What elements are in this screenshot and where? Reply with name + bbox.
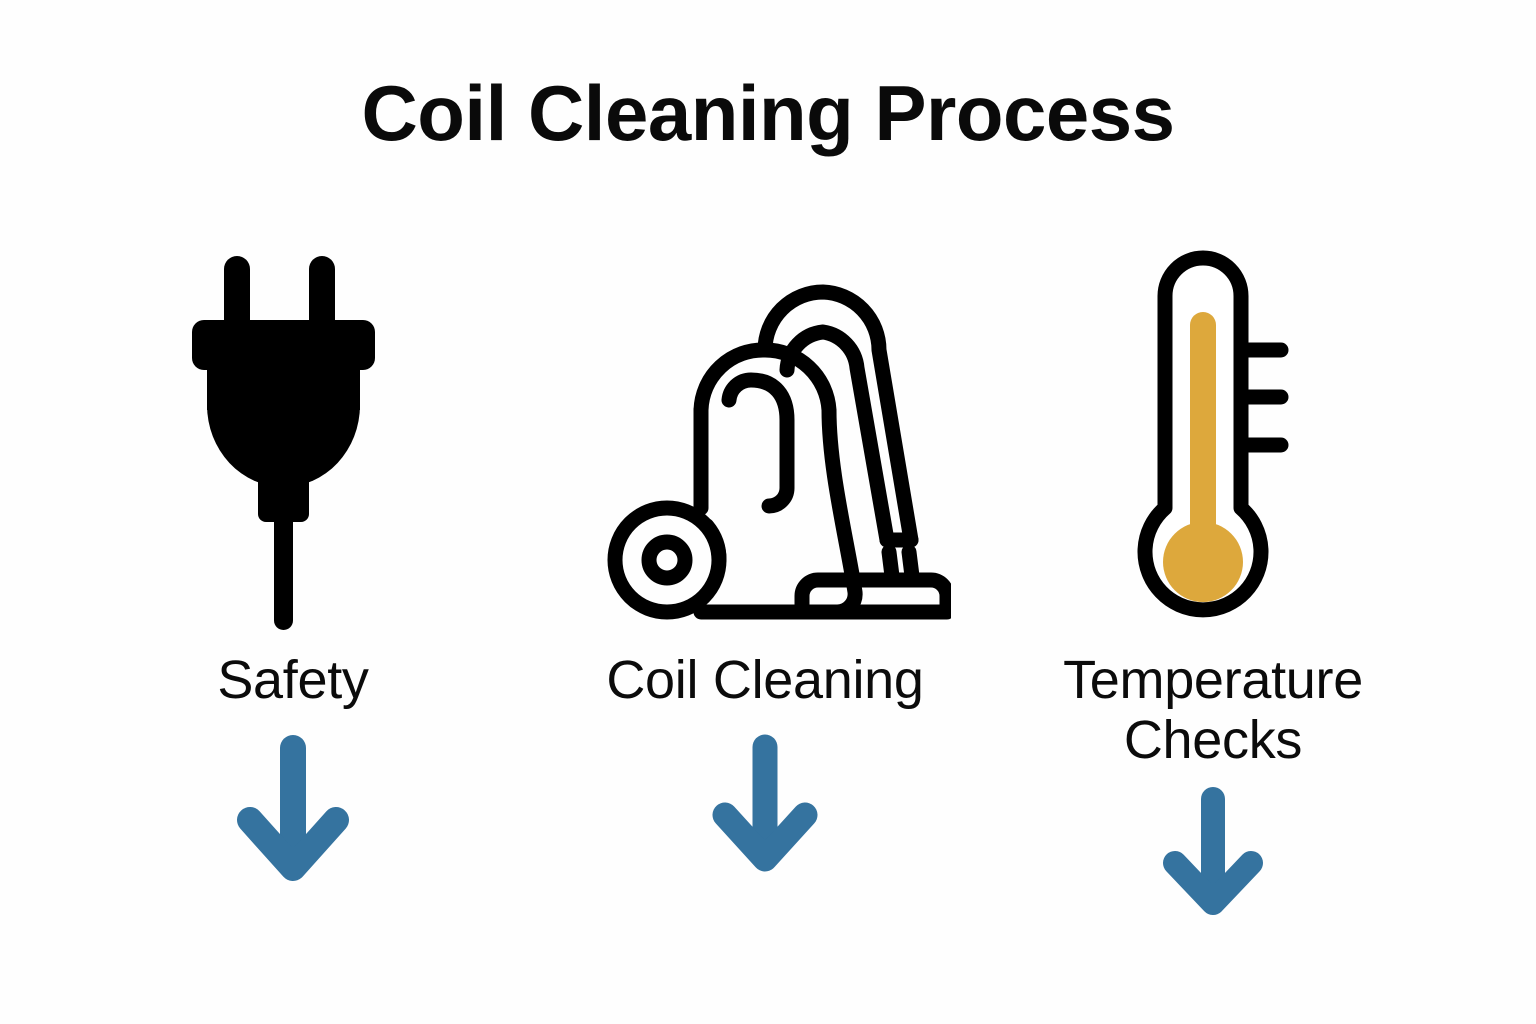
icon-slot-temperature-checks (983, 230, 1443, 630)
step-label-safety: Safety (217, 650, 369, 710)
step-label-temperature-checks: Temperature Checks (1063, 650, 1363, 771)
vacuum-cleaner-icon (607, 284, 951, 620)
down-arrow-icon (1162, 786, 1263, 915)
down-arrow-icon (712, 734, 818, 872)
arrow-slot-coil-cleaning (535, 732, 995, 882)
page-title: Coil Cleaning Process (361, 69, 1175, 157)
process-step-temperature-checks: Temperature Checks (983, 230, 1443, 925)
process-step-safety: Safety (63, 230, 523, 892)
thermometer-ticks (1233, 342, 1289, 453)
thermometer-mercury (1163, 312, 1243, 602)
icon-slot-safety (63, 230, 523, 630)
thermometer-icon (1137, 250, 1289, 618)
process-step-coil-cleaning: Coil Cleaning (535, 230, 995, 882)
icon-slot-coil-cleaning (535, 230, 995, 630)
arrow-slot-safety (63, 732, 523, 892)
power-plug-icon (192, 256, 375, 630)
step-label-coil-cleaning: Coil Cleaning (606, 650, 924, 710)
down-arrow-icon (237, 735, 349, 882)
arrow-slot-temperature-checks (983, 785, 1443, 925)
